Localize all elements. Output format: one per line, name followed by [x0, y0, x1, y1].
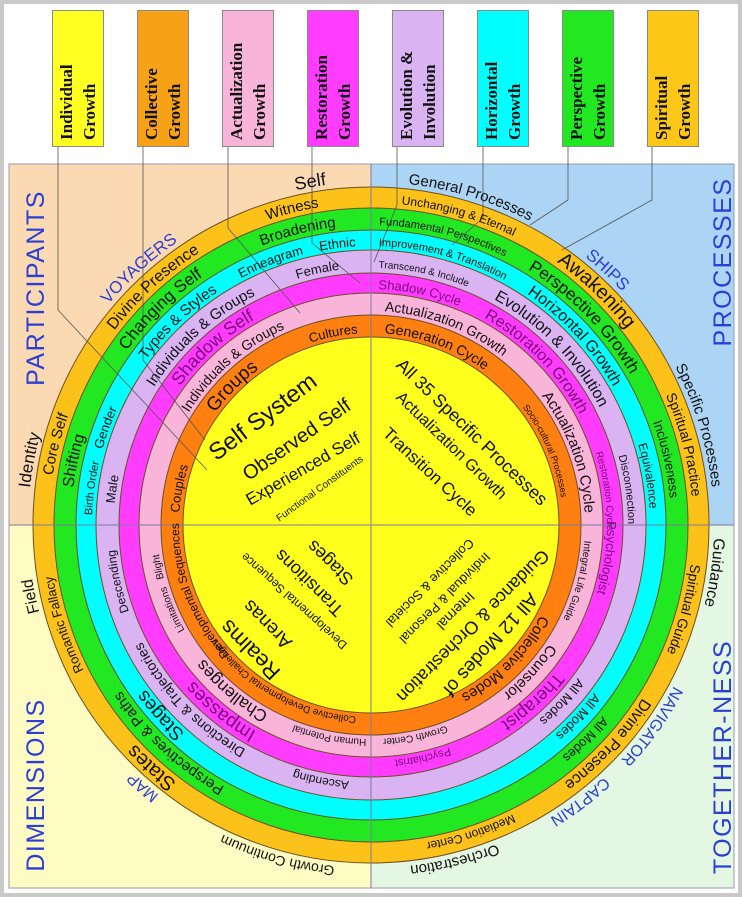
connector-individual	[57, 147, 208, 471]
quadrant-title-togetherness: TOGETHER-NESS	[709, 640, 737, 874]
connector-actualization	[227, 147, 301, 314]
category-box-evolution-involution: Evolution &Involution	[392, 10, 444, 147]
ring-label: Ethnic	[318, 234, 357, 253]
quadrant-title-dimensions: DIMENSIONS	[22, 698, 50, 871]
connector-perspective	[529, 147, 569, 226]
quadrant-title-participants: PARTICIPANTS	[22, 190, 50, 386]
connector-restoration	[311, 147, 361, 284]
connector-collective	[142, 147, 206, 441]
connector-evolution	[373, 147, 398, 263]
label-field: Field	[19, 578, 43, 616]
connector-horizontal	[451, 147, 484, 246]
connector-lines	[57, 147, 653, 471]
quadrant-title-processes: PROCESSES	[709, 177, 737, 346]
ring-label: Blight	[151, 553, 167, 580]
connector-spiritual	[561, 147, 653, 251]
